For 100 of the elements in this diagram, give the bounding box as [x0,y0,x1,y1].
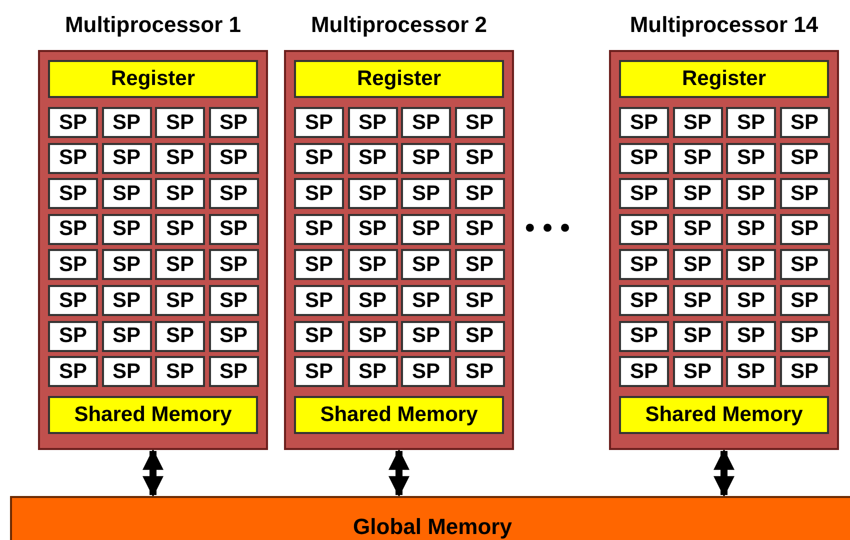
processor-core: SP [294,249,344,280]
processor-core: SP [726,356,776,388]
processor-core: SP [294,178,344,210]
processor-core: SP [672,214,722,245]
shared-memory-bar: Shared Memory [48,396,258,434]
processor-core: SP [454,285,504,316]
processor-core: SP [401,249,451,280]
processor-core: SP [619,249,669,280]
processor-core: SP [294,356,344,388]
processor-core: SP [48,320,98,352]
processor-core: SP [454,249,504,280]
processor-core: SP [454,178,504,210]
register-bar: Register [48,60,258,98]
processor-core: SP [102,320,152,352]
processor-core: SP [102,249,152,280]
processor-core: SP [401,285,451,316]
processor-core: SP [454,107,504,138]
processor-core: SP [780,320,830,352]
processor-core: SP [208,285,258,316]
processor-core: SP [780,285,830,316]
processor-core: SP [155,214,205,245]
processor-core: SP [155,356,205,388]
processor-core: SP [401,320,451,352]
processor-core: SP [401,214,451,245]
processor-core: SP [348,320,398,352]
processor-core: SP [780,142,830,174]
processor-core: SP [454,214,504,245]
register-bar: Register [619,60,829,98]
processor-core: SP [454,356,504,388]
processor-core: SP [102,142,152,174]
processor-core: SP [348,107,398,138]
processor-core: SP [208,107,258,138]
processor-core: SP [672,320,722,352]
processor-core: SP [294,214,344,245]
processor-core: SP [672,107,722,138]
processor-core: SP [619,320,669,352]
processor-core: SP [208,249,258,280]
processor-core: SP [348,214,398,245]
processor-core: SP [102,214,152,245]
processor-core: SP [348,356,398,388]
processor-core: SP [348,249,398,280]
multiprocessor-title: Multiprocessor 2 [310,12,488,38]
processor-core: SP [780,249,830,280]
processor-core: SP [155,178,205,210]
processor-core: SP [454,142,504,174]
processor-core: SP [619,214,669,245]
processor-core: SP [672,356,722,388]
processor-core: SP [401,356,451,388]
double-arrow [388,448,410,498]
processor-core: SP [401,107,451,138]
processor-core: SP [155,142,205,174]
processor-core: SP [208,214,258,245]
processor-core: SP [348,178,398,210]
processor-core: SP [726,285,776,316]
processor-core: SP [348,285,398,316]
processor-core: SP [619,107,669,138]
processor-core: SP [155,285,205,316]
processor-core: SP [48,214,98,245]
processor-core: SP [48,285,98,316]
processor-core: SP [208,178,258,210]
processor-core: SP [155,320,205,352]
shared-memory-bar: Shared Memory [294,396,504,434]
processor-core: SP [726,214,776,245]
processor-core: SP [348,142,398,174]
processor-core: SP [780,178,830,210]
processor-core: SP [155,249,205,280]
processor-core: SP [208,142,258,174]
processor-core: SP [48,356,98,388]
shared-memory-bar: Shared Memory [619,396,829,434]
processor-core: SP [48,249,98,280]
processor-core: SP [294,285,344,316]
processor-core: SP [672,178,722,210]
processor-core: SP [619,178,669,210]
processor-core: SP [780,214,830,245]
ellipsis-dots: • • • [525,212,570,244]
processor-core: SP [401,142,451,174]
global-memory-bar: Global Memory [10,496,850,540]
processor-core: SP [48,107,98,138]
processor-core: SP [726,249,776,280]
double-arrow [142,448,164,498]
processor-core: SP [619,285,669,316]
processor-core: SP [726,320,776,352]
double-arrow [714,448,734,498]
processor-core: SP [726,178,776,210]
processor-core: SP [48,142,98,174]
processor-core: SP [102,285,152,316]
processor-core: SP [726,142,776,174]
processor-core: SP [780,356,830,388]
processor-core: SP [780,107,830,138]
processor-core: SP [102,107,152,138]
processor-core: SP [294,320,344,352]
register-bar: Register [294,60,504,98]
processor-core: SP [672,249,722,280]
processor-core: SP [208,320,258,352]
processor-core: SP [672,285,722,316]
processor-core: SP [102,178,152,210]
processor-core: SP [294,107,344,138]
processor-core: SP [401,178,451,210]
processor-core: SP [48,178,98,210]
multiprocessor-title: Multiprocessor 1 [64,12,242,38]
